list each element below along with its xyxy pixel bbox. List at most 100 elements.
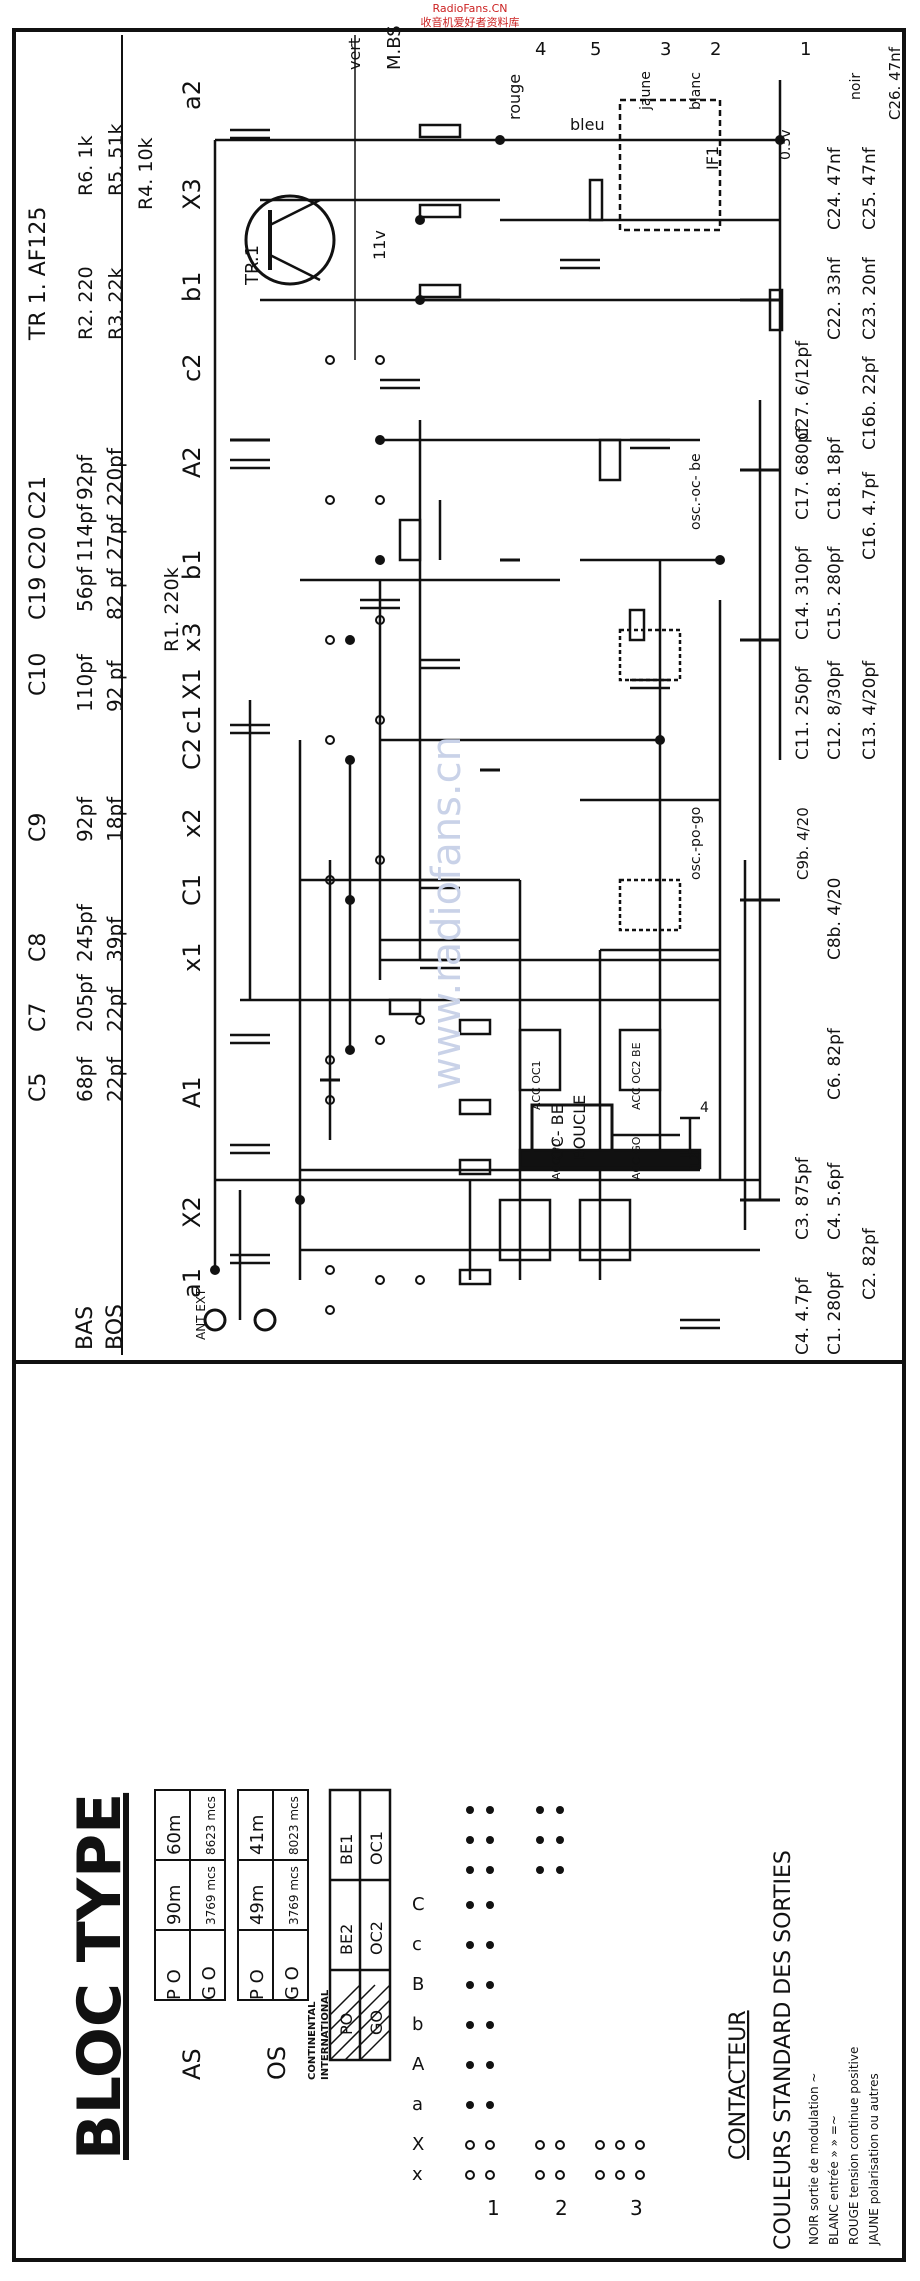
bas-value: 205pf: [73, 973, 97, 1032]
col-label: b1: [178, 271, 206, 302]
legend-line: NOIR sortie de modulation ~: [807, 2073, 821, 2246]
out-num: 4: [535, 39, 546, 60]
schematic-labels: TR.1 ANT EXT OC- BE BOUCLE osc.-po-go os…: [194, 25, 904, 1355]
cap-value: C22. 33nf: [825, 256, 845, 340]
switch-col: X: [412, 2134, 424, 2155]
band-os-49m: 49m: [247, 1885, 268, 1925]
contacteur-label: CONTACTEUR: [726, 2010, 751, 2160]
switch-col: a: [412, 2094, 423, 2115]
if1-label: IF1: [703, 146, 722, 170]
legend-line: JAUNE polarisation ou autres: [867, 2073, 881, 2246]
cap-value: C17. 680pf: [793, 425, 813, 520]
cap-value: C3. 875pf: [793, 1156, 813, 1240]
band-as-3769: 3769 mcs: [204, 1866, 218, 1925]
cap-value: C16. 4.7pf: [860, 471, 880, 560]
row-num: 1: [487, 2196, 500, 2220]
resistor-value: R5. 51k: [105, 123, 127, 196]
switch-matrix: [465, 1806, 645, 2180]
band-as-go: G O: [199, 1966, 220, 2000]
bloc-title: BLOC TYPE: [65, 1793, 135, 2160]
switch-col: c: [412, 1934, 422, 1955]
tr1-label: TR.1: [242, 245, 263, 286]
bos-value: 27pf: [103, 514, 127, 560]
band-as-90m: 90m: [164, 1885, 185, 1925]
switch-col: b: [412, 2014, 423, 2035]
band-as-po: P O: [164, 1969, 185, 2000]
cap-value: C4. 4.7pf: [793, 1277, 813, 1355]
bas-value: 110pf: [73, 653, 97, 712]
bos-value: 39pf: [103, 916, 127, 962]
cap-value: C11. 250pf: [793, 665, 813, 760]
num12-label: 12: [688, 1152, 704, 1170]
col-label: a1: [178, 1268, 206, 1298]
band-as-8623: 8623 mcs: [204, 1796, 218, 1855]
cap-value: C1. 280pf: [825, 1271, 845, 1355]
switch-col: B: [412, 1974, 424, 1995]
row-num: 2: [555, 2196, 568, 2220]
vers-label: vert: [345, 38, 364, 70]
switch-col: A: [412, 2054, 425, 2075]
cap-value: C9b. 4/20: [794, 807, 812, 880]
bloc-type-panel: BLOC TYPE AS P O G O 90m 60m 3769 mcs 86…: [65, 1788, 881, 2250]
component-table: a1 X2 A1 x1 C1 x2 C2 c1 X1 x3 b1 A2 c2 b…: [26, 80, 206, 1350]
band-as-label: AS: [178, 2048, 206, 2080]
oc-be-label: OC- BE: [548, 1104, 567, 1160]
bas-label: BAS: [73, 1306, 98, 1350]
cap-value: C25. 47nf: [860, 146, 880, 230]
bos-value: 18pf: [103, 796, 127, 842]
band-os-po: P O: [247, 1969, 268, 2000]
cap-value: C26. 47nf: [886, 46, 904, 120]
cap-value: C4. 5.6pf: [825, 1162, 845, 1240]
bos-value: 92 pf: [103, 659, 127, 712]
col-label: X3: [178, 178, 206, 210]
legend-line: ROUGE tension continue positive: [847, 2047, 861, 2245]
num4-label: 4: [700, 1100, 709, 1116]
band-os-label: OS: [263, 2046, 291, 2080]
switch-oc2: OC2: [367, 1921, 386, 1955]
osc-po-go-label: osc.-po-go: [688, 807, 704, 880]
col-label: C1: [178, 874, 206, 906]
bas-value: 114pf: [73, 503, 97, 562]
resistor-value: R2. 220: [75, 266, 97, 340]
switch-go: GO: [367, 2010, 386, 2035]
mbs-label: M.BS: [384, 25, 405, 70]
col-label: A1: [178, 1076, 206, 1108]
band-os-go: G O: [282, 1966, 303, 2000]
cap-header: C9: [26, 813, 51, 842]
switch-col: x: [412, 2164, 423, 2185]
resistor-value: R4. 10k: [135, 137, 157, 210]
col-label: X1: [178, 668, 206, 700]
switch-be2: BE2: [337, 1924, 356, 1955]
boucle-label: BOUCLE: [570, 1095, 589, 1160]
ant-ext-label: ANT EXT: [194, 1288, 208, 1340]
bas-value: 92pf: [73, 454, 97, 500]
site-title: RadioFans.CN: [432, 2, 507, 15]
cap-value: C27. 6/12pf: [793, 340, 813, 440]
cap-header: C8: [26, 933, 51, 962]
bas-value: 56pf: [73, 566, 97, 612]
bos-value: 22pf: [103, 1056, 127, 1102]
noir-label: noir: [848, 73, 864, 100]
cap-value: C12. 8/30pf: [825, 660, 845, 760]
bos-value: 22pf: [103, 986, 127, 1032]
switch-po: PO: [337, 2013, 356, 2035]
cap-header: C5: [26, 1073, 51, 1102]
band-os-41m: 41m: [247, 1815, 268, 1855]
v03-label: 0.3v: [778, 129, 794, 160]
v11-label: 11v: [370, 230, 389, 260]
transistor-label: TR 1. AF125: [26, 207, 51, 341]
cap-value: C16b. 22pf: [860, 355, 880, 450]
acc-go-label: ACC GO: [630, 1136, 643, 1180]
col-label: x2: [178, 809, 206, 838]
col-label: a2: [178, 80, 206, 110]
cap-value: C6. 82pf: [825, 1027, 845, 1100]
cap-value: C23. 20nf: [860, 256, 880, 340]
jaune-label: jaune: [638, 71, 654, 111]
out-num: 5: [590, 39, 601, 60]
col-label: X2: [178, 1196, 206, 1228]
col-label: x3: [178, 623, 206, 652]
resistor-value: R3. 22k: [105, 267, 127, 340]
cap-header: C7: [26, 1003, 51, 1032]
cap-value: C2. 82pf: [860, 1227, 880, 1300]
out-num: 3: [660, 39, 671, 60]
